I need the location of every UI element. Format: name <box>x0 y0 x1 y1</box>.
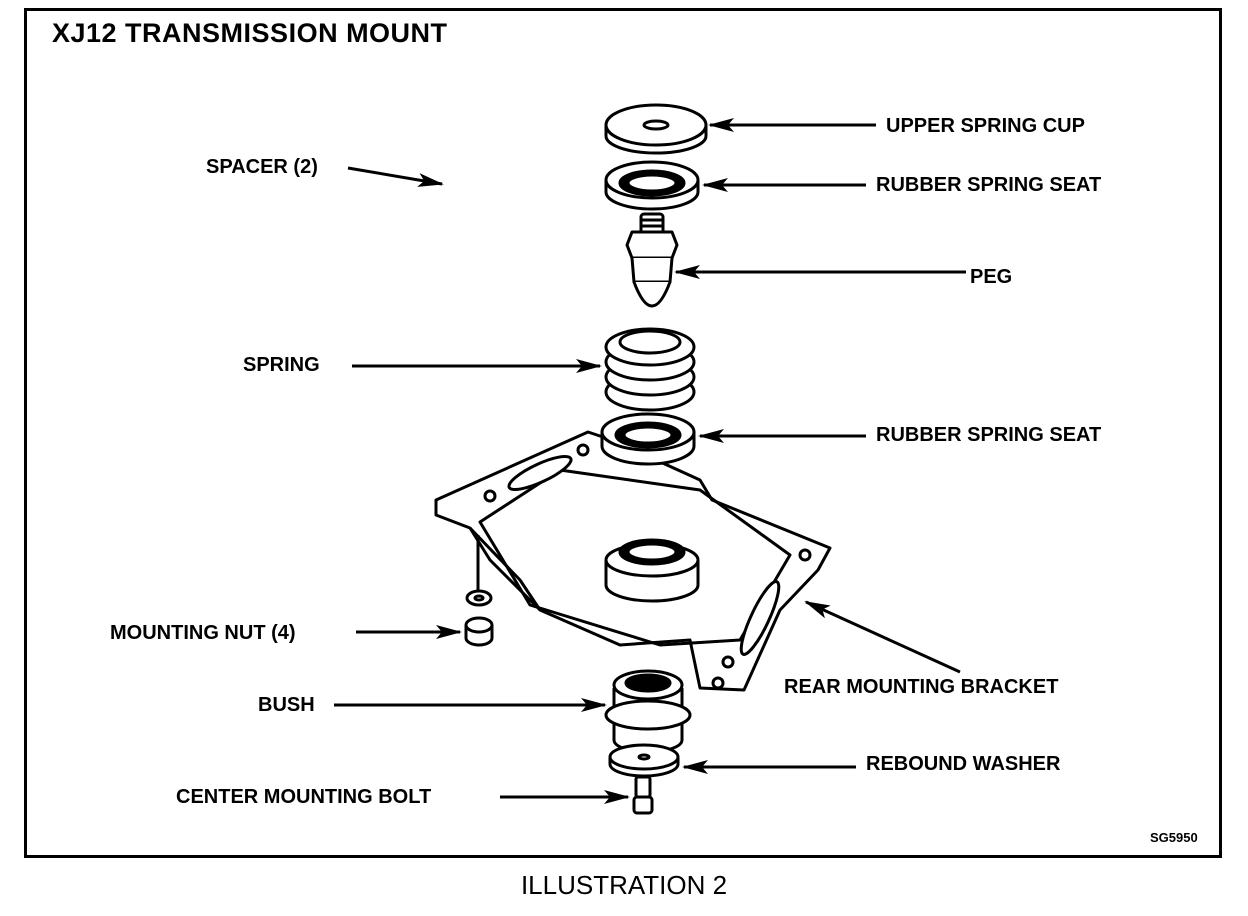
label-peg: PEG <box>970 266 1013 288</box>
peg-part <box>625 212 679 308</box>
diagram-title: XJ12 TRANSMISSION MOUNT <box>52 18 448 48</box>
rebound-washer-part <box>608 743 680 778</box>
figure-code: SG5950 <box>1150 830 1198 845</box>
arrow-spacer <box>347 166 444 187</box>
rear-mounting-bracket-part <box>434 430 832 692</box>
arrow-rear-mounting-bracket <box>804 600 961 674</box>
figure-caption: ILLUSTRATION 2 <box>520 870 728 900</box>
mounting-nut-part <box>464 589 494 647</box>
center-mounting-bolt-part <box>632 775 654 815</box>
label-mounting-nut: MOUNTING NUT (4) <box>110 622 296 644</box>
bush-part <box>604 669 692 754</box>
upper-spring-cup-part <box>604 103 708 155</box>
label-rubber-spring-seat-bottom: RUBBER SPRING SEAT <box>876 424 1102 446</box>
label-rebound-washer: REBOUND WASHER <box>866 753 1061 775</box>
label-bush: BUSH <box>258 694 315 716</box>
label-spring: SPRING <box>243 354 320 376</box>
rubber-spring-seat-top-part <box>604 160 700 211</box>
rubber-spring-seat-bottom-part <box>600 412 696 466</box>
label-rubber-spring-seat-top: RUBBER SPRING SEAT <box>876 174 1102 196</box>
label-center-mounting-bolt: CENTER MOUNTING BOLT <box>176 786 432 808</box>
label-rear-mounting-bracket: REAR MOUNTING BRACKET <box>784 676 1059 698</box>
spring-part <box>604 327 696 412</box>
label-upper-spring-cup: UPPER SPRING CUP <box>886 115 1085 137</box>
label-spacer: SPACER (2) <box>206 156 318 178</box>
diagram-frame <box>24 8 1222 858</box>
